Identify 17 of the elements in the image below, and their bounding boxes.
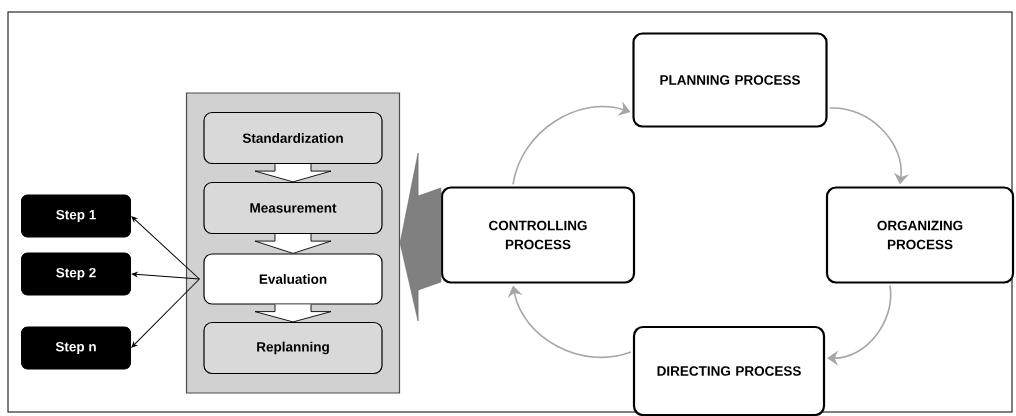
arrow	[131, 278, 200, 348]
step-label-box: Step 1	[21, 194, 131, 238]
process-box: DIRECTING PROCESS	[632, 325, 826, 416]
step-label-box: Step n	[21, 326, 131, 370]
process-box: CONTROLLING PROCESS	[440, 186, 636, 284]
step-box: Replanning	[203, 321, 383, 375]
arrow	[131, 216, 200, 280]
step-box: Standardization	[203, 111, 383, 165]
hollow-arrow	[254, 304, 332, 323]
hollow-arrow	[254, 233, 332, 254]
step-box: Evaluation	[203, 253, 383, 305]
curved-arrow	[827, 284, 892, 366]
process-box: PLANNING PROCESS	[632, 32, 828, 128]
step-box: Measurement	[203, 181, 383, 235]
process-box: ORGANIZING PROCESS	[825, 186, 1015, 284]
step-label-box: Step 2	[21, 252, 131, 296]
arrow	[131, 272, 200, 280]
